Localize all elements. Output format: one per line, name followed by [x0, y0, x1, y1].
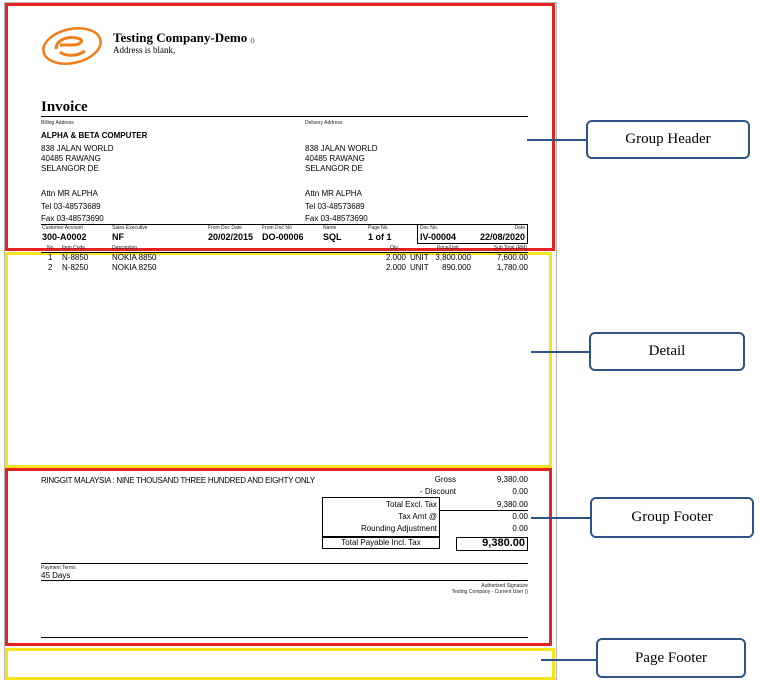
- discount-label: - Discount: [419, 487, 456, 496]
- footer-bottom-line: [41, 637, 528, 638]
- customer-account: 300-A0002: [42, 232, 87, 242]
- tax-amt-label: Tax Amt @: [398, 512, 437, 521]
- signature-company: Testing Company - Current User (): [451, 589, 528, 595]
- doc-no: IV-00004: [420, 232, 457, 242]
- row-description: NOKIA 8250: [112, 263, 157, 272]
- row-qty: 2.000: [385, 263, 406, 272]
- col-price: Price/Unit: [437, 245, 459, 251]
- date-label: Date: [514, 225, 525, 231]
- info-top-line: [41, 224, 528, 225]
- from-doc-date: 20/02/2015: [208, 232, 254, 242]
- total-excl-value: 9,380.00: [496, 500, 528, 509]
- col-item-code: Item Code: [62, 245, 86, 251]
- row-uom: UNIT: [410, 253, 429, 262]
- billing-fax: Fax 03-48573690: [41, 214, 104, 223]
- delivery-fax: Fax 03-48573690: [305, 214, 368, 223]
- row-price: 890.000: [442, 263, 471, 272]
- table-row: 2 N-8250 NOKIA 8250 2.000 UNIT 890.000 1…: [41, 263, 528, 273]
- col-subtotal: Sub Total (RM): [493, 245, 527, 251]
- payment-divider: [41, 563, 528, 564]
- gross-value: 9,380.00: [496, 475, 528, 484]
- payment-terms-label: Payment Terms: [41, 565, 76, 571]
- from-doc-no-label: From Doc No: [262, 225, 292, 231]
- company-name: Testing Company-Demo (): [113, 30, 255, 45]
- table-row: 1 N-8850 NOKIA 8850 2.000 UNIT 3,800.000…: [41, 253, 528, 263]
- row-item-code: N-8850: [62, 253, 89, 262]
- page-footer-band: [5, 648, 555, 680]
- delivery-attn: Attn MR ALPHA: [305, 189, 362, 198]
- signature-label: Authorised Signature: [481, 583, 528, 589]
- billing-line1: 838 JALAN WORLD: [41, 144, 114, 153]
- detail-table-header: No. Item Code Description Qty Price/Unit…: [41, 244, 528, 253]
- total-payable-label: Total Payable Incl. Tax: [322, 537, 440, 549]
- col-description: Description: [112, 245, 138, 251]
- sales-exec: NF: [112, 232, 124, 242]
- row-subtotal: 1,780.00: [496, 263, 528, 272]
- row-qty: 2.000: [385, 253, 406, 262]
- row-price: 3,800.000: [435, 253, 471, 262]
- doc-box: Doc No. IV-00004 Date 22/08/2020: [417, 224, 528, 244]
- row-no: 2: [48, 263, 53, 272]
- group-header-band: [5, 3, 555, 251]
- billing-line3: SELANGOR DE: [41, 164, 99, 173]
- col-qty: Qty: [390, 245, 398, 251]
- row-subtotal: 7,600.00: [496, 253, 528, 262]
- document-info-strip: Customer Account 300-A0002 Sales Executi…: [41, 224, 528, 244]
- delivery-tel: Tel 03-48573689: [305, 202, 365, 211]
- from-doc-date-label: From Doc Date: [208, 225, 242, 231]
- detail-rows: 1 N-8850 NOKIA 8850 2.000 UNIT 3,800.000…: [41, 253, 528, 275]
- tax-summary-box: [322, 497, 440, 537]
- billing-address-label: Billing Address: [41, 120, 74, 126]
- doc-date: 22/08/2020: [479, 232, 525, 242]
- amount-in-words: RINGGIT MALAYSIA : NINE THOUSAND THREE H…: [41, 476, 315, 485]
- invoice-title: Invoice: [41, 99, 88, 115]
- billing-tel: Tel 03-48573689: [41, 202, 101, 211]
- customer-account-label: Customer Account: [42, 225, 83, 231]
- group-header-callout: Group Header: [586, 120, 750, 159]
- row-description: NOKIA 8850: [112, 253, 157, 262]
- detail-band: [5, 252, 552, 468]
- billing-line2: 40485 RAWANG: [41, 154, 101, 163]
- page-no: 1 of 1: [368, 232, 392, 242]
- name-label: Name: [323, 225, 337, 231]
- total-payable-value: 9,380.00: [456, 537, 528, 551]
- gross-label: Gross: [434, 475, 456, 484]
- billing-attn: Attn MR ALPHA: [41, 189, 98, 198]
- delivery-line1: 838 JALAN WORLD: [305, 144, 378, 153]
- discount-value: 0.00: [512, 487, 528, 496]
- company-address: Address is blank,: [113, 45, 176, 55]
- row-uom: UNIT: [410, 263, 429, 272]
- page-footer-callout: Page Footer: [596, 638, 746, 678]
- delivery-line3: SELANGOR DE: [305, 164, 363, 173]
- row-no: 1: [48, 253, 53, 262]
- sales-exec-label: Sales Executive: [112, 225, 148, 231]
- billing-company: ALPHA & BETA COMPUTER: [41, 131, 148, 140]
- from-doc-no: DO-00006: [262, 232, 304, 242]
- page-no-label: Page No.: [368, 225, 389, 231]
- total-excl-underline: [440, 510, 528, 511]
- group-footer-band: [5, 468, 552, 646]
- rounding-value: 0.00: [512, 524, 528, 533]
- payment-bottom-line: [41, 580, 528, 581]
- rounding-label: Rounding Adjustment: [360, 524, 437, 533]
- row-item-code: N-8250: [62, 263, 89, 272]
- tax-amt-value: 0.00: [512, 512, 528, 521]
- company-logo-icon: [42, 27, 102, 65]
- detail-callout: Detail: [589, 332, 745, 371]
- delivery-line2: 40485 RAWANG: [305, 154, 365, 163]
- doc-no-label: Doc No.: [420, 225, 439, 231]
- payment-terms: 45 Days: [41, 571, 71, 580]
- title-divider: [41, 116, 528, 117]
- delivery-address-label: Delivery Address: [305, 120, 343, 126]
- name-value: SQL: [323, 232, 342, 242]
- col-no: No.: [47, 245, 55, 251]
- total-excl-label: Total Excl. Tax: [386, 500, 437, 509]
- group-footer-callout: Group Footer: [590, 497, 754, 538]
